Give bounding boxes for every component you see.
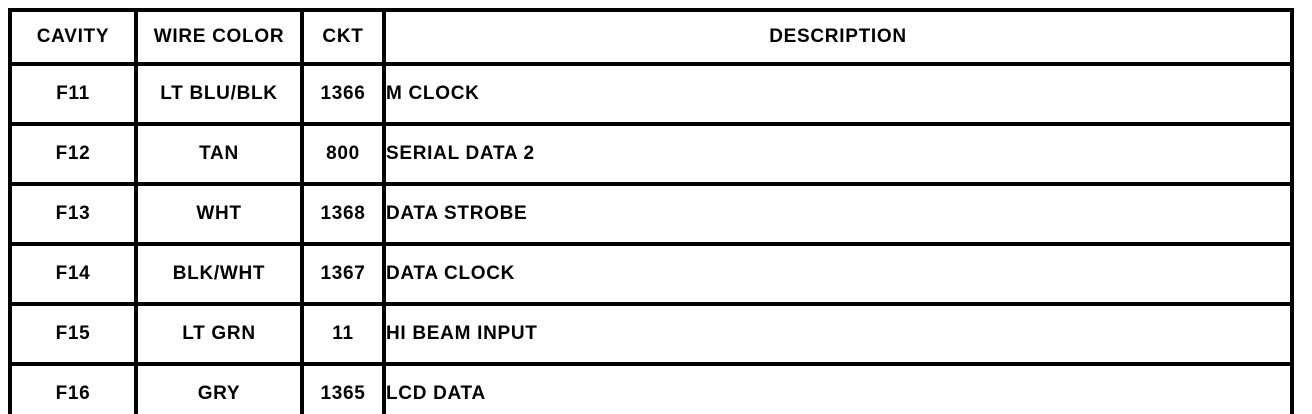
cell-ckt: 11: [300, 302, 386, 366]
table-row: F16 GRY 1365 LCD DATA: [8, 362, 1294, 414]
cell-wire-color: LT BLU/BLK: [134, 62, 304, 126]
table-header-row: CAVITY WIRE COLOR CKT DESCRIPTION: [8, 8, 1294, 66]
cell-wire-color: TAN: [134, 122, 304, 186]
column-header-cavity: CAVITY: [8, 8, 138, 66]
table-header: CAVITY WIRE COLOR CKT DESCRIPTION: [8, 8, 1294, 66]
cell-ckt: 1365: [300, 362, 386, 414]
cell-description: SERIAL DATA 2: [382, 122, 1294, 186]
table-row: F13 WHT 1368 DATA STROBE: [8, 182, 1294, 246]
cell-wire-color: WHT: [134, 182, 304, 246]
cell-description: HI BEAM INPUT: [382, 302, 1294, 366]
cell-description: M CLOCK: [382, 62, 1294, 126]
cell-ckt: 1366: [300, 62, 386, 126]
cell-description: LCD DATA: [382, 362, 1294, 414]
column-header-wire-color: WIRE COLOR: [134, 8, 304, 66]
table-row: F15 LT GRN 11 HI BEAM INPUT: [8, 302, 1294, 366]
cell-cavity: F12: [8, 122, 138, 186]
cell-wire-color: BLK/WHT: [134, 242, 304, 306]
table-row: F14 BLK/WHT 1367 DATA CLOCK: [8, 242, 1294, 306]
cell-cavity: F16: [8, 362, 138, 414]
cell-cavity: F15: [8, 302, 138, 366]
cell-wire-color: LT GRN: [134, 302, 304, 366]
cell-ckt: 800: [300, 122, 386, 186]
table-row: F11 LT BLU/BLK 1366 M CLOCK: [8, 62, 1294, 126]
cell-wire-color: GRY: [134, 362, 304, 414]
column-header-description: DESCRIPTION: [382, 8, 1294, 66]
table-body: F11 LT BLU/BLK 1366 M CLOCK F12 TAN 800 …: [8, 62, 1294, 414]
cell-ckt: 1368: [300, 182, 386, 246]
cell-cavity: F11: [8, 62, 138, 126]
cell-cavity: F14: [8, 242, 138, 306]
cell-ckt: 1367: [300, 242, 386, 306]
column-header-ckt: CKT: [300, 8, 386, 66]
table-row: F12 TAN 800 SERIAL DATA 2: [8, 122, 1294, 186]
cell-cavity: F13: [8, 182, 138, 246]
connector-cavity-wiring-table: CAVITY WIRE COLOR CKT DESCRIPTION F11 LT…: [8, 8, 1294, 414]
cell-description: DATA CLOCK: [382, 242, 1294, 306]
cell-description: DATA STROBE: [382, 182, 1294, 246]
